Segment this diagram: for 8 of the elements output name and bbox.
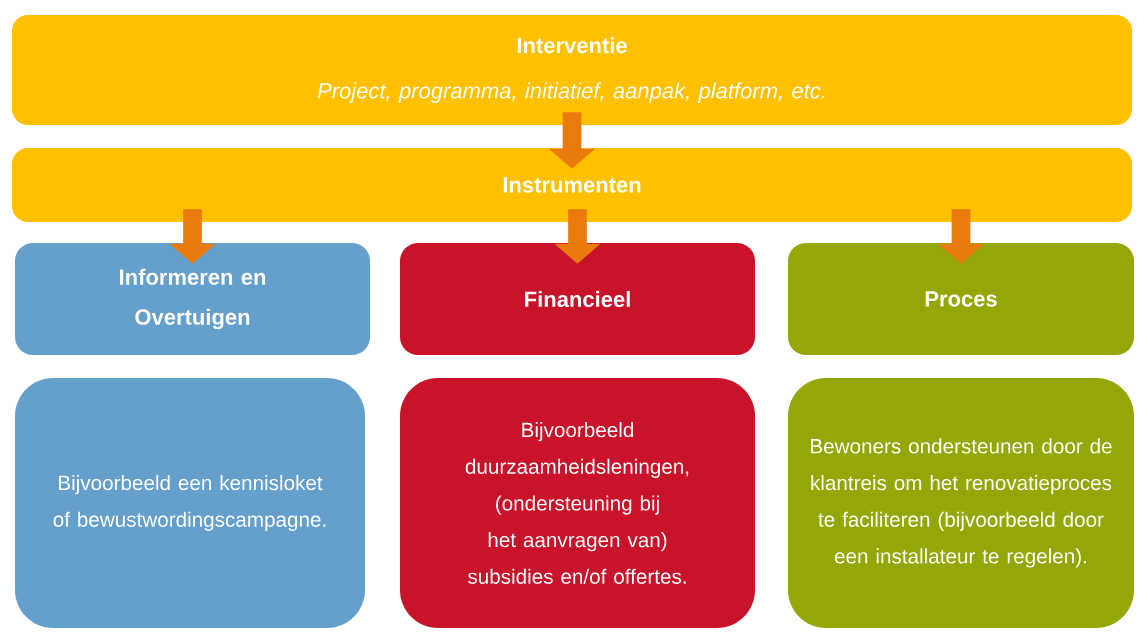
example-box: Bewoners ondersteunen door de klantreis om het renovatieproces te faciliteren (bijvoorbeeld door een installateur te regelen). — [788, 378, 1134, 628]
example-box: Bijvoorbeeld een kennisloket of bewustwordingscampagne. — [15, 378, 365, 628]
category-box: Informeren en Overtuigen — [15, 243, 370, 355]
category-box: Proces — [788, 243, 1134, 355]
banner-box: Instrumenten — [12, 148, 1132, 222]
example-box: Bijvoorbeeld duurzaamheidsleningen, (ondersteuning bij het aanvragen van) subsidies en/of offertes. — [400, 378, 755, 628]
banner-box: Interventie Project, programma, initiatief, aanpak, platform, etc. — [12, 15, 1132, 125]
category-box: Financieel — [400, 243, 755, 355]
